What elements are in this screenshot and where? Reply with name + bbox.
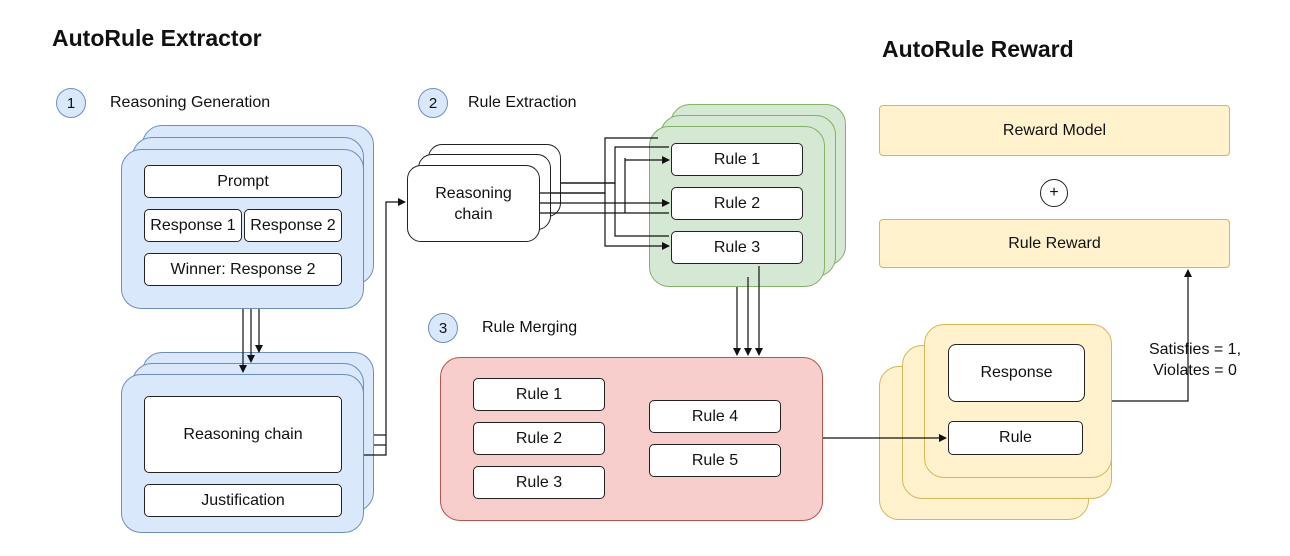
step-2-label: Rule Extraction	[468, 94, 577, 111]
rule-reward-box: Rule Reward	[879, 219, 1230, 268]
extractor-title: AutoRule Extractor	[52, 25, 262, 51]
prompt-box: Prompt	[144, 165, 342, 198]
reward-model-box: Reward Model	[879, 105, 1230, 156]
response-2-box: Response 2	[244, 209, 342, 242]
merged-rule-3: Rule 3	[473, 466, 605, 499]
step-reasoning-generation: 1 Reasoning Generation	[56, 88, 270, 118]
merged-rule-1: Rule 1	[473, 378, 605, 411]
rule-box: Rule	[948, 421, 1083, 455]
reasoning-chain-box: Reasoning chain	[144, 396, 342, 473]
reasoning-chain-line-2: chain	[454, 205, 493, 223]
merged-rule-4: Rule 4	[649, 400, 781, 433]
extracted-rule-1: Rule 1	[671, 143, 803, 176]
violates-label: Violates = 0	[1153, 362, 1237, 379]
response-1-box: Response 1	[144, 209, 242, 242]
satisfies-label: Satisfies = 1,	[1148, 341, 1242, 358]
step-rule-extraction: 2 Rule Extraction	[418, 88, 577, 118]
step-3-label: Rule Merging	[482, 319, 578, 336]
reasoning-chain-card: Reasoning chain	[407, 165, 540, 242]
step-2-badge: 2	[418, 88, 448, 118]
merged-rule-5: Rule 5	[649, 444, 781, 477]
reasoning-chain-line-1: Reasoning	[435, 184, 512, 202]
step-3-badge: 3	[428, 313, 458, 343]
step-rule-merging: 3 Rule Merging	[428, 313, 577, 343]
plus-icon: +	[1040, 179, 1068, 207]
merged-rule-2: Rule 2	[473, 422, 605, 455]
step-1-badge: 1	[56, 88, 86, 118]
extracted-rule-2: Rule 2	[671, 187, 803, 220]
step-1-label: Reasoning Generation	[110, 94, 271, 111]
reward-title: AutoRule Reward	[882, 36, 1074, 62]
justification-box: Justification	[144, 484, 342, 517]
response-box: Response	[948, 344, 1085, 402]
extracted-rule-3: Rule 3	[671, 231, 803, 264]
winner-box: Winner: Response 2	[144, 253, 342, 286]
